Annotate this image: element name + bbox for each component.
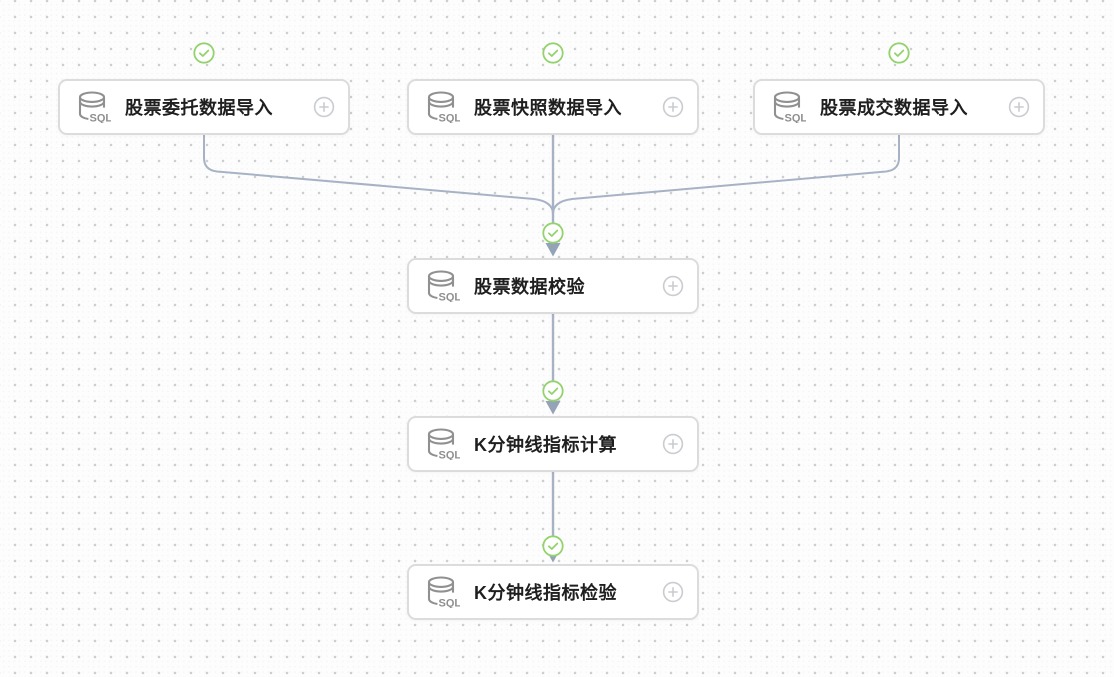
- edge-arrowhead-node5: [545, 401, 561, 415]
- check-circle-icon: [542, 222, 564, 244]
- sql-icon-label: SQL: [785, 113, 807, 124]
- sql-database-icon: SQL: [78, 91, 112, 124]
- workflow-node-1[interactable]: SQL 股票委托数据导入: [58, 79, 350, 135]
- plus-circle-icon: [662, 581, 684, 603]
- add-downstream-node-button[interactable]: [662, 96, 684, 118]
- workflow-node-3[interactable]: SQL 股票成交数据导入: [753, 79, 1045, 135]
- node-label: K分钟线指标检验: [474, 583, 617, 603]
- status-badge: [542, 380, 564, 402]
- plus-circle-icon: [662, 275, 684, 297]
- add-downstream-node-button[interactable]: [662, 581, 684, 603]
- sql-icon-label: SQL: [439, 292, 461, 303]
- sql-database-icon: SQL: [427, 428, 461, 461]
- node-label: 股票委托数据导入: [125, 98, 273, 118]
- sql-database-icon: SQL: [427, 270, 461, 303]
- status-badge: [542, 42, 564, 64]
- plus-circle-icon: [313, 96, 335, 118]
- add-downstream-node-button[interactable]: [1008, 96, 1030, 118]
- workflow-node-2[interactable]: SQL 股票快照数据导入: [407, 79, 699, 135]
- edge-arrowhead-node4: [545, 243, 561, 257]
- edge-node1-to-node4: [203, 135, 554, 215]
- sql-database-icon: SQL: [427, 576, 461, 609]
- add-downstream-node-button[interactable]: [662, 433, 684, 455]
- sql-icon-label: SQL: [439, 450, 461, 461]
- node-label: K分钟线指标计算: [474, 435, 617, 455]
- workflow-node-4[interactable]: SQL 股票数据校验: [407, 258, 699, 314]
- plus-circle-icon: [662, 96, 684, 118]
- workflow-node-6[interactable]: SQL K分钟线指标检验: [407, 564, 699, 620]
- check-circle-icon: [542, 380, 564, 402]
- status-badge: [542, 535, 564, 557]
- sql-database-icon: SQL: [773, 91, 807, 124]
- node-label: 股票快照数据导入: [474, 98, 622, 118]
- edge-node3-to-node4: [552, 135, 900, 215]
- workflow-node-5[interactable]: SQL K分钟线指标计算: [407, 416, 699, 472]
- check-circle-icon: [542, 42, 564, 64]
- plus-circle-icon: [662, 433, 684, 455]
- sql-icon-label: SQL: [439, 113, 461, 124]
- sql-icon-label: SQL: [439, 598, 461, 609]
- status-badge: [193, 42, 215, 64]
- plus-circle-icon: [1008, 96, 1030, 118]
- status-badge: [888, 42, 910, 64]
- check-circle-icon: [542, 535, 564, 557]
- sql-icon-label: SQL: [90, 113, 112, 124]
- check-circle-icon: [888, 42, 910, 64]
- node-label: 股票成交数据导入: [820, 98, 968, 118]
- sql-database-icon: SQL: [427, 91, 461, 124]
- add-downstream-node-button[interactable]: [313, 96, 335, 118]
- check-circle-icon: [193, 42, 215, 64]
- node-label: 股票数据校验: [474, 277, 585, 297]
- add-downstream-node-button[interactable]: [662, 275, 684, 297]
- status-badge: [542, 222, 564, 244]
